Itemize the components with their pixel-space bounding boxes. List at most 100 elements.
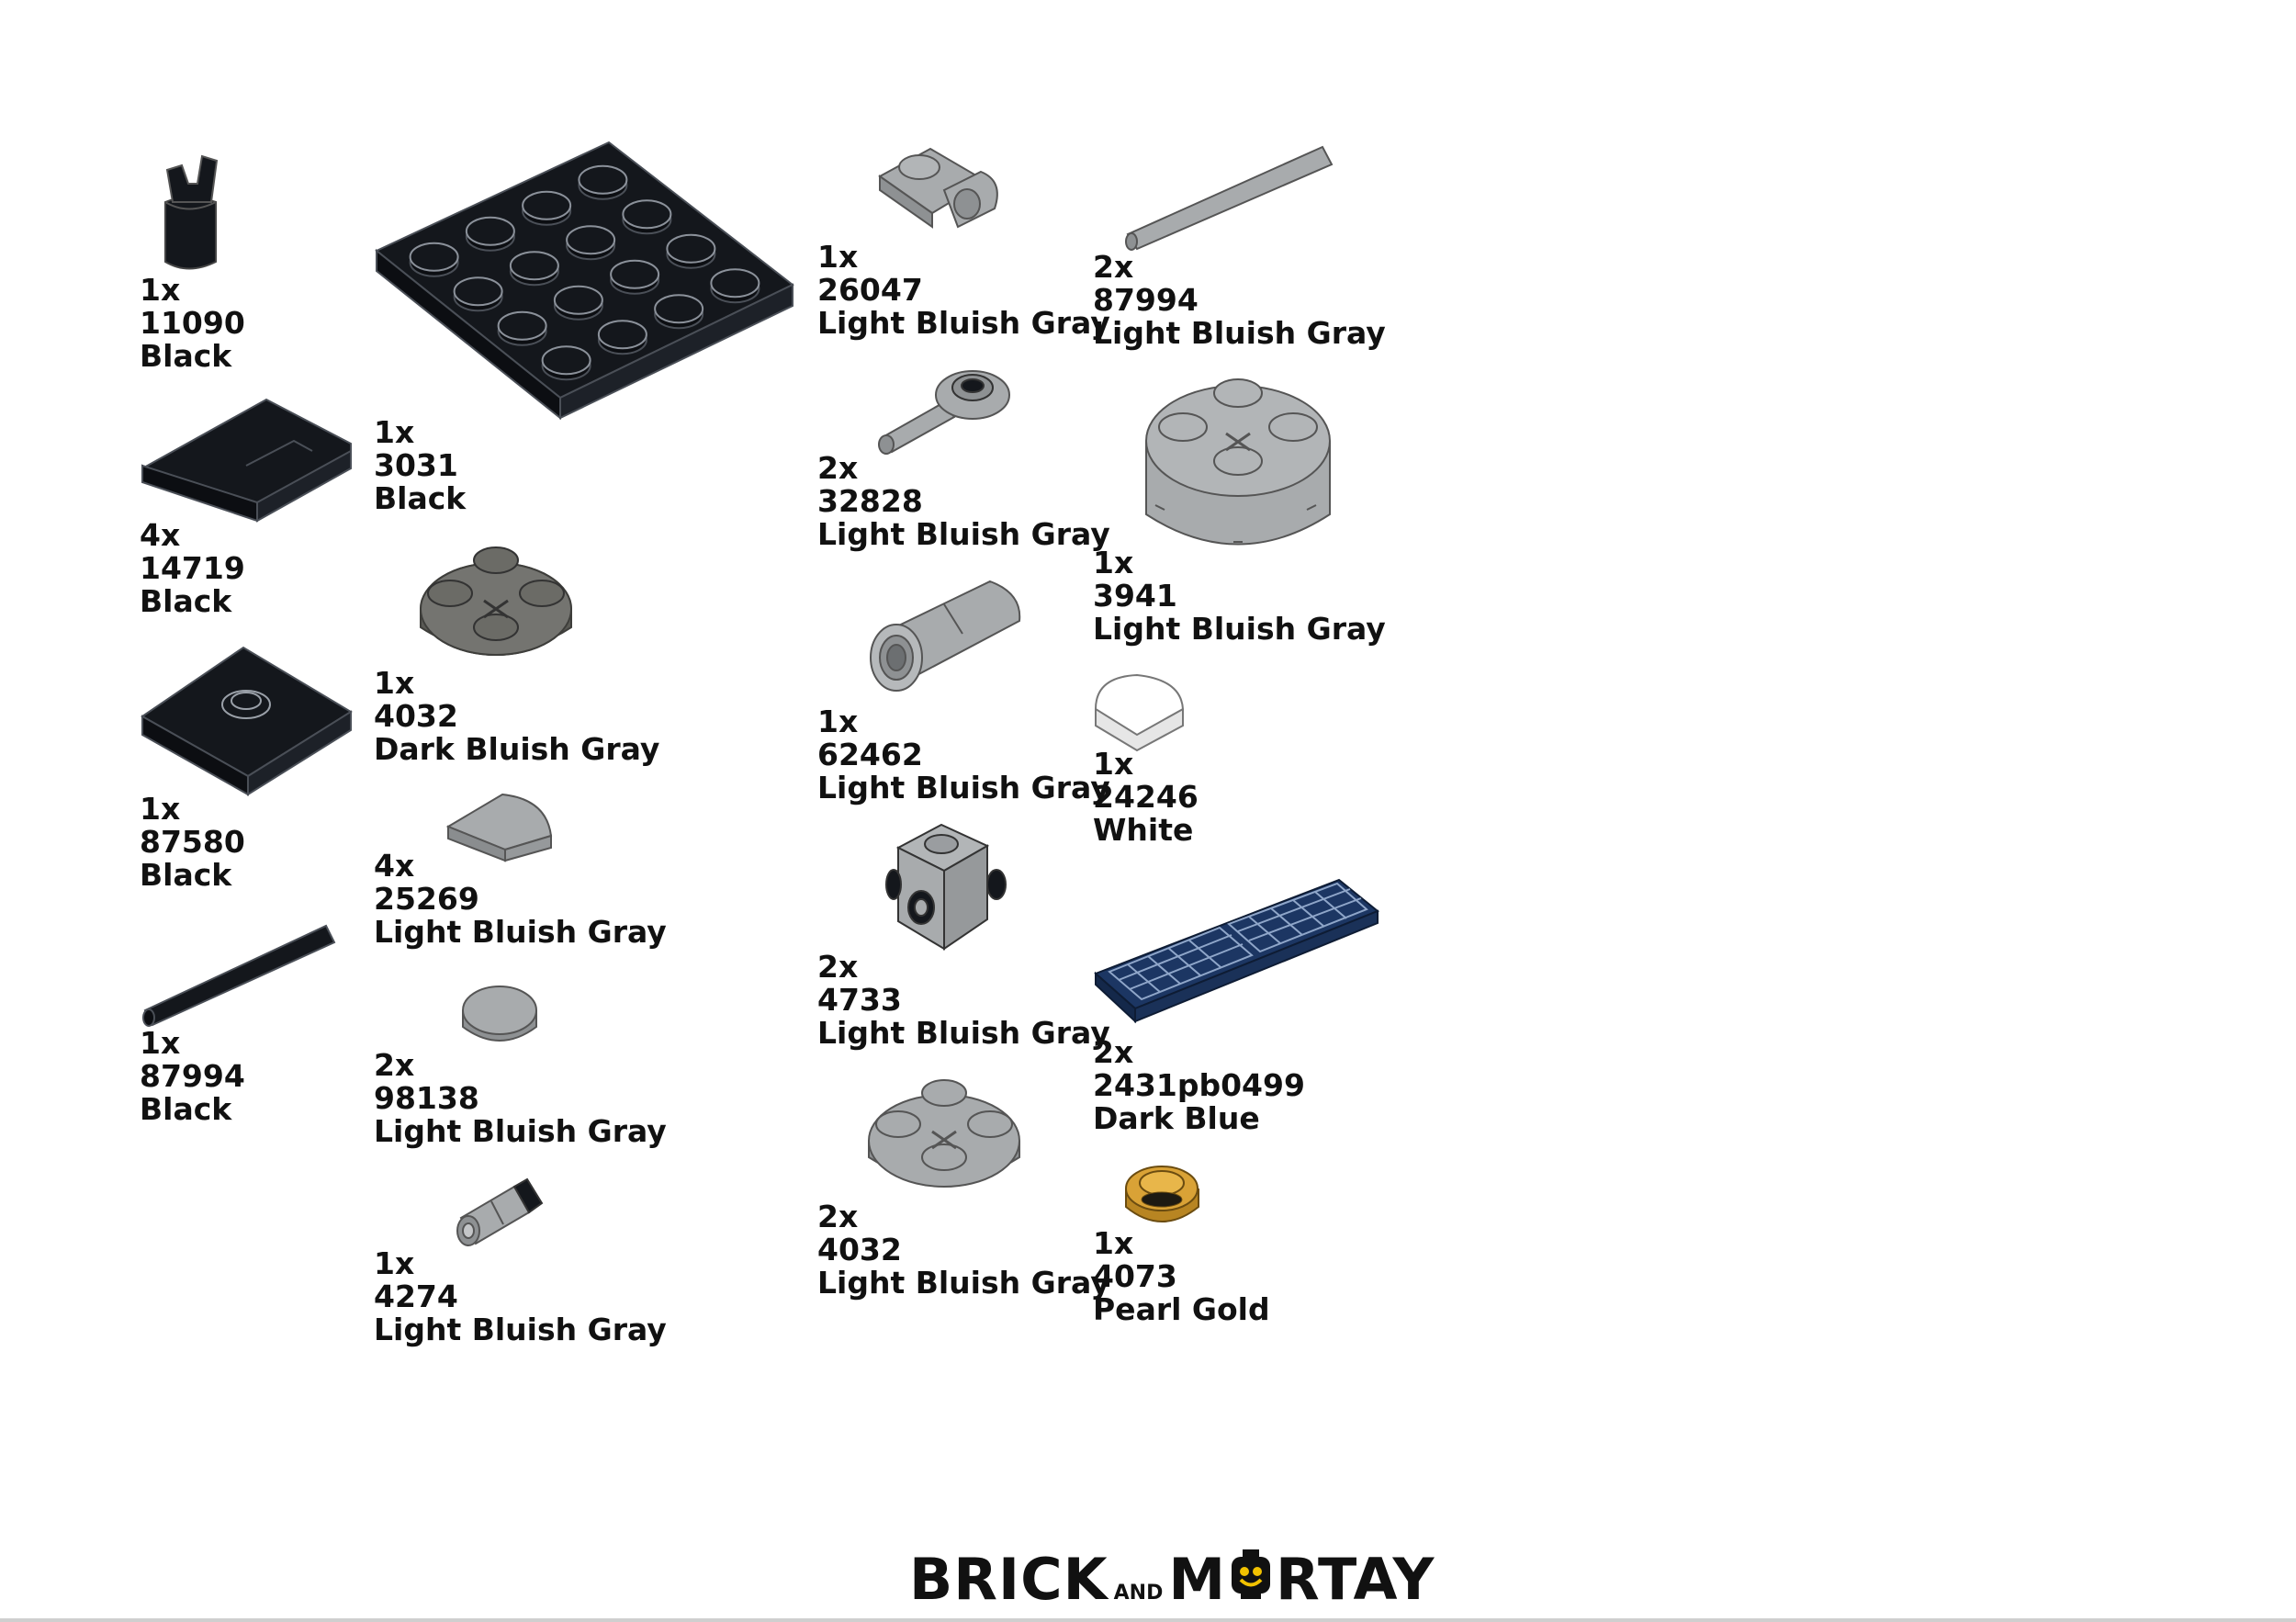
part-qty: 1x: [1093, 746, 1134, 782]
part-color: Light Bluish Gray: [817, 305, 1110, 341]
bar-icon: [142, 924, 336, 1027]
stud-top: [578, 164, 628, 195]
solar-panel-tile-icon: [1094, 878, 1379, 1024]
brick-studs-sides-icon: [885, 823, 1007, 951]
corner-tile-icon: [141, 398, 352, 523]
part-qty: 1x: [140, 791, 181, 827]
part-qty: 2x: [374, 1047, 415, 1083]
part-qty: 4x: [140, 517, 181, 553]
part-id: 4032: [374, 698, 458, 734]
stud-top: [553, 285, 603, 315]
part-qty: 1x: [374, 665, 415, 701]
part-id: 25269: [374, 881, 479, 917]
part-color: Dark Bluish Gray: [374, 731, 660, 767]
part-id: 4032: [817, 1232, 902, 1267]
quarter-tile-icon: [445, 793, 553, 862]
part-color: Black: [140, 583, 232, 619]
part-qty: 2x: [817, 1199, 859, 1234]
logo-rtay: RTAY: [1276, 1546, 1435, 1613]
logo-m: M: [1168, 1546, 1227, 1613]
page-bottom-divider: [0, 1618, 2296, 1622]
part-qty: 1x: [817, 239, 859, 275]
logo-brick: BRICK: [909, 1546, 1109, 1613]
round-plate-1x1-icon: [1125, 1166, 1199, 1222]
part-qty: 1x: [1093, 545, 1134, 580]
part-color: Light Bluish Gray: [374, 1312, 667, 1347]
stud-top: [710, 268, 760, 298]
part-qty: 1x: [374, 1245, 415, 1281]
part-id: 4274: [374, 1278, 458, 1314]
part-color: Black: [140, 857, 232, 893]
part-qty: 1x: [817, 704, 859, 739]
part-color: Light Bluish Gray: [817, 1015, 1110, 1051]
plate-4x4-icon: [375, 141, 794, 421]
stud-top: [654, 294, 704, 324]
jumper-plate-icon: [141, 646, 353, 796]
part-id: 26047: [817, 272, 923, 308]
part-color: Black: [140, 1091, 232, 1127]
part-id: 87580: [140, 824, 245, 860]
stud-top: [666, 233, 716, 264]
logo-and: AND: [1113, 1582, 1164, 1605]
stud-top: [610, 259, 660, 289]
part-qty: 1x: [140, 272, 181, 308]
stud-top: [622, 199, 672, 230]
round-plate-icon: [420, 546, 572, 656]
part-qty: 2x: [1093, 249, 1134, 285]
technic-pin-icon: [456, 1177, 544, 1246]
stud-top: [566, 225, 616, 255]
part-id: 32828: [817, 483, 923, 519]
part-id: 98138: [374, 1080, 479, 1116]
part-qty: 1x: [1093, 1225, 1134, 1261]
bar-icon: [1125, 145, 1334, 251]
part-id: 24246: [1093, 779, 1199, 815]
round-plate-with-bar-icon: [878, 370, 1010, 455]
part-color: Light Bluish Gray: [817, 1265, 1110, 1301]
part-id: 87994: [1093, 282, 1199, 318]
part-id: 3031: [374, 447, 458, 483]
round-corner-tile-icon: [1094, 673, 1185, 752]
part-color: Light Bluish Gray: [1093, 611, 1386, 647]
part-id: 62462: [817, 737, 923, 772]
round-plate-icon: [868, 1079, 1020, 1188]
part-color: Black: [140, 338, 232, 374]
part-id: 87994: [140, 1058, 245, 1094]
part-id: 4733: [817, 982, 902, 1018]
part-color: White: [1093, 812, 1194, 848]
stud-top: [597, 320, 647, 350]
part-qty: 2x: [817, 450, 859, 486]
part-color: Light Bluish Gray: [817, 770, 1110, 805]
part-color: Black: [374, 480, 467, 516]
stud-top: [465, 216, 515, 246]
part-id: 11090: [140, 305, 245, 341]
part-id: 4073: [1093, 1258, 1177, 1294]
stud-top: [541, 345, 591, 376]
minifig-head-icon: [1228, 1549, 1274, 1599]
round-brick-icon: [1145, 378, 1331, 546]
part-qty: 1x: [374, 414, 415, 450]
part-id: 2431pb0499: [1093, 1067, 1305, 1103]
plate-with-clip-icon: [878, 147, 998, 229]
stud-top: [497, 310, 547, 341]
round-tile-icon: [462, 986, 537, 1042]
brick-and-mortay-logo: BRICK AND M RTAY: [909, 1546, 1435, 1613]
stud-top: [409, 242, 459, 272]
part-id: 3941: [1093, 578, 1177, 614]
part-color: Light Bluish Gray: [1093, 315, 1386, 351]
part-color: Pearl Gold: [1093, 1291, 1270, 1327]
part-qty: 2x: [817, 949, 859, 985]
part-qty: 4x: [374, 848, 415, 884]
part-color: Dark Blue: [1093, 1100, 1260, 1136]
part-color: Light Bluish Gray: [374, 1113, 667, 1149]
part-qty: 1x: [140, 1025, 181, 1061]
pin-connector-icon: [870, 580, 1021, 692]
stud-top: [509, 251, 559, 281]
part-color: Light Bluish Gray: [817, 516, 1110, 552]
part-qty: 2x: [1093, 1034, 1134, 1070]
stud-top: [522, 190, 572, 220]
clip-bar-holder-icon: [164, 154, 219, 270]
part-color: Light Bluish Gray: [374, 914, 667, 950]
part-id: 14719: [140, 550, 245, 586]
stud-top: [453, 276, 503, 307]
